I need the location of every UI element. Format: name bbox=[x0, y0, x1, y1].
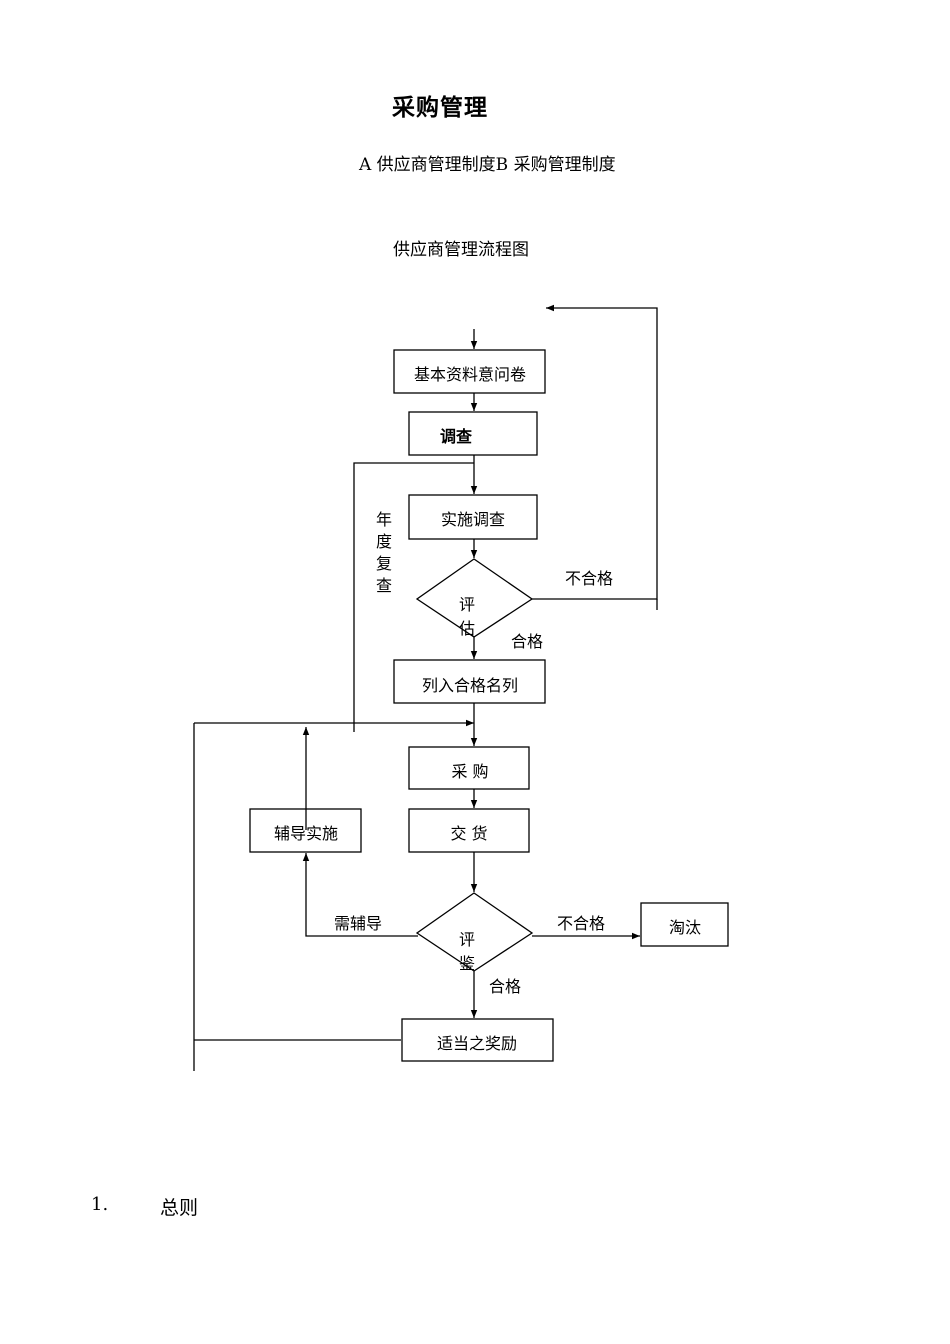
label-assess-top-char: 评 bbox=[459, 595, 475, 614]
label-assess-bottom-char: 评 bbox=[459, 930, 475, 949]
label-fail-top: 不合格 bbox=[565, 569, 613, 588]
edge-labels: 不合格 合格 需辅导 不合格 合格 bbox=[334, 569, 613, 996]
node-assess-bottom bbox=[415, 892, 534, 972]
node-questionnaire bbox=[393, 349, 546, 394]
label-pass-bottom: 合格 bbox=[489, 977, 521, 996]
node-investigation bbox=[408, 411, 538, 456]
label-guidance: 辅导实施 bbox=[274, 824, 338, 843]
node-conduct bbox=[408, 494, 538, 540]
label-pass-top: 合格 bbox=[511, 632, 543, 651]
label-questionnaire: 基本资料意问卷 bbox=[414, 365, 526, 384]
label-need-guidance: 需辅导 bbox=[334, 914, 382, 933]
node-qualified-list bbox=[393, 659, 546, 704]
node-purchase bbox=[408, 746, 530, 790]
label-delivery: 交 货 bbox=[450, 824, 487, 843]
label-assess-bottom-char: 鉴 bbox=[459, 954, 475, 973]
label-annual-review-char: 度 bbox=[376, 532, 392, 551]
label-annual-review-char: 复 bbox=[376, 554, 392, 573]
label-investigation: 调查 bbox=[440, 427, 472, 446]
node-delivery bbox=[408, 808, 530, 853]
section-number: 1. bbox=[91, 1194, 109, 1215]
label-assess-top: 评估 bbox=[459, 595, 475, 638]
flowchart-title: 供应商管理流程图 bbox=[393, 240, 529, 260]
label-assess-bottom: 评鉴 bbox=[459, 930, 475, 973]
label-annual-review-char: 年 bbox=[376, 510, 392, 529]
document-subtitle: A 供应商管理制度B 采购管理制度 bbox=[359, 155, 616, 175]
need-guidance-line bbox=[302, 853, 418, 937]
label-conduct: 实施调查 bbox=[441, 510, 505, 529]
node-reward bbox=[401, 1018, 554, 1062]
node-labels: 基本资料意问卷 调查 实施调查 列入合格名列 采 购 交 货 辅导实施 淘汰 适… bbox=[274, 365, 701, 1053]
label-eliminate: 淘汰 bbox=[669, 918, 701, 937]
section-title: 总则 bbox=[160, 1197, 199, 1219]
label-annual-review-char: 查 bbox=[376, 576, 392, 595]
node-eliminate bbox=[640, 902, 729, 947]
document-title: 采购管理 bbox=[392, 94, 488, 121]
label-fail-bottom: 不合格 bbox=[557, 914, 605, 933]
label-purchase: 采 购 bbox=[451, 762, 488, 781]
node-assess-top bbox=[415, 558, 534, 638]
loop-fail-top bbox=[532, 304, 658, 600]
label-reward: 适当之奖励 bbox=[437, 1034, 517, 1053]
label-assess-top-char: 估 bbox=[459, 619, 475, 638]
annual-review-loop bbox=[353, 462, 474, 732]
label-qualified-list: 列入合格名列 bbox=[422, 676, 518, 695]
